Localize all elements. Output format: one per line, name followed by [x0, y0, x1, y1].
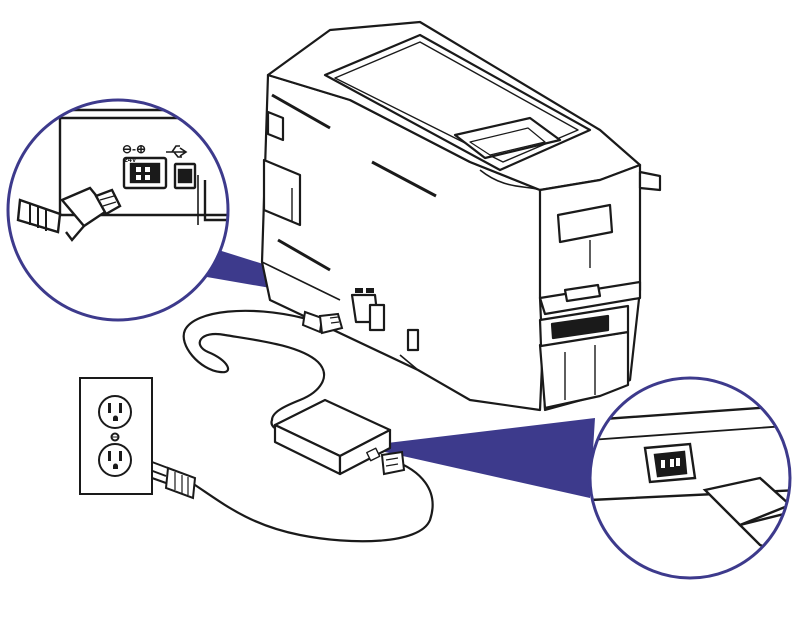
callout-printer-power-port: ⊖-⊕ 24V: [6, 98, 230, 322]
dc-plug: [301, 310, 344, 335]
usb-icon: [166, 145, 188, 158]
power-adapter-brick: [273, 398, 392, 476]
callout-wedge-adapter-inlet: [376, 418, 595, 498]
printer-port-symbols: [355, 288, 374, 293]
outlet-socket-bottom: [98, 443, 132, 477]
printer-port-labels: ⊖-⊕ 24V: [122, 142, 188, 164]
voltage-label: 24V: [124, 157, 137, 164]
callout-adapter-ac-inlet: [588, 376, 792, 580]
power-symbol-label: ⊖-⊕: [122, 142, 146, 156]
outlet-socket-top: [98, 395, 132, 429]
ac-wall-plug: [149, 461, 197, 500]
wall-outlet: [79, 377, 153, 495]
card-printer: [260, 20, 662, 412]
ac-cord: [193, 458, 434, 543]
ac-plug-adapter-end: [380, 450, 406, 476]
